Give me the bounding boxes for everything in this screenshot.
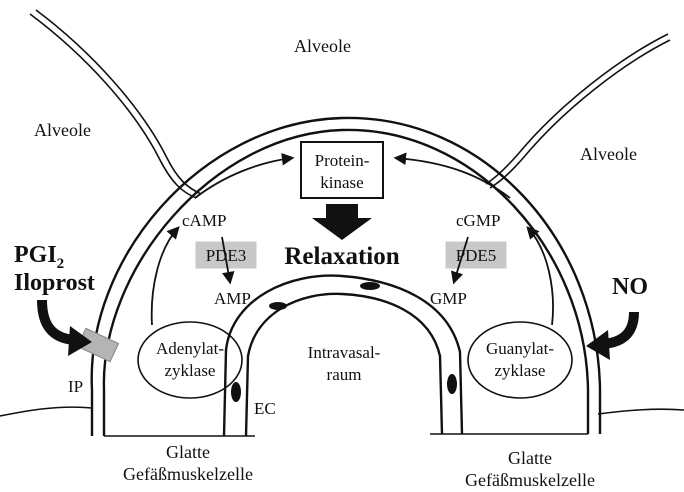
pde5-label: PDE5 <box>456 246 497 265</box>
glatte-right-label-2: Gefäßmuskelzelle <box>465 470 595 490</box>
endothelial-nucleus <box>269 302 287 310</box>
protein-kinase-label-1: Protein- <box>315 151 370 170</box>
alveole-right-label: Alveole <box>580 144 637 164</box>
pgi2-label: PGI2 <box>14 242 64 272</box>
glatte-left-label-1: Glatte <box>166 442 210 462</box>
cgmp-label: cGMP <box>456 211 500 230</box>
guanylat-label-2: zyklase <box>495 361 546 380</box>
glatte-left-label-2: Gefäßmuskelzelle <box>123 464 253 484</box>
no-label: NO <box>612 274 648 300</box>
alveole-top-label: Alveole <box>294 36 351 56</box>
relaxation-label: Relaxation <box>284 243 399 270</box>
amp-label: AMP <box>214 289 251 308</box>
gmp-label: GMP <box>430 289 467 308</box>
pgi2-arrow-shaft <box>42 300 74 340</box>
intravasal-label-1: Intravasal- <box>308 343 381 362</box>
endothelial-nucleus <box>360 282 380 290</box>
intravasal-label-2: raum <box>327 365 362 384</box>
endothelial-nucleus <box>447 374 457 394</box>
guanylat-label-1: Guanylat- <box>486 339 554 358</box>
adenylat-label-1: Adenylat- <box>156 339 224 358</box>
adenylat-label-2: zyklase <box>165 361 216 380</box>
ip-label: IP <box>68 377 83 396</box>
pde3-label: PDE3 <box>206 246 247 265</box>
alveole-left-label: Alveole <box>34 120 91 140</box>
ec-label: EC <box>254 399 276 418</box>
relaxation-arrow <box>312 204 372 240</box>
glatte-right-label-1: Glatte <box>508 448 552 468</box>
protein-kinase-label-2: kinase <box>320 173 363 192</box>
arrow-gc-to-cgmp <box>528 228 553 325</box>
arrow-ac-to-camp <box>152 228 178 325</box>
endothelial-nucleus <box>231 382 241 402</box>
iloprost-label: Iloprost <box>14 270 95 296</box>
camp-label: cAMP <box>182 211 226 230</box>
guanylate-cyclase-ellipse <box>468 322 572 398</box>
